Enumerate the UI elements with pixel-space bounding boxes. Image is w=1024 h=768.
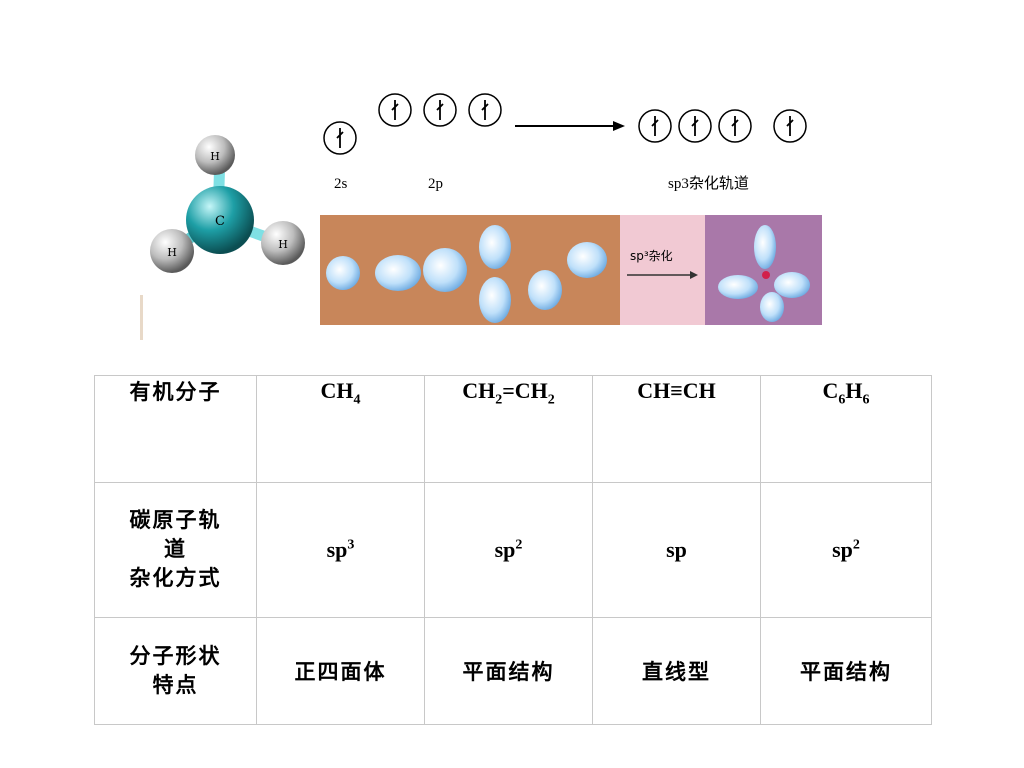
label-2p: 2p bbox=[428, 176, 443, 192]
orbital-shapes-illustration: sp³杂化 bbox=[320, 215, 822, 325]
sp3-lobe-top bbox=[754, 225, 776, 269]
cell-ethylene: CH2=CH2 bbox=[424, 374, 593, 484]
pz-orbital-lobe-lower bbox=[528, 270, 562, 310]
orbital-hybridization-diagram: 2s 2p sp3杂化轨道 bbox=[323, 93, 807, 192]
orbital-2p-circle-2 bbox=[423, 93, 457, 127]
hydrogen-atom-right bbox=[261, 221, 305, 265]
sp3-nucleus bbox=[762, 271, 770, 279]
orbital-sp3-circle-4 bbox=[773, 109, 807, 143]
photo-arrow-head bbox=[690, 271, 698, 279]
cell-planar-benzene: 平面结构 bbox=[760, 616, 932, 726]
table-row-molecule: 有机分子 CH4 CH2=CH2 CH≡CH C6H6 bbox=[94, 374, 932, 484]
py-orbital-lobe-bottom bbox=[479, 277, 511, 323]
hydrogen-atom-top bbox=[195, 135, 235, 175]
hydrogen-letter-right: H bbox=[278, 238, 288, 251]
table-row-hybridization: 碳原子轨 道 杂化方式 sp3 sp2 sp sp2 bbox=[94, 482, 932, 618]
photo-left-bg bbox=[320, 215, 620, 325]
header-organic-molecule: 有机分子 bbox=[94, 374, 257, 484]
cell-sp2-ethylene: sp2 bbox=[424, 482, 593, 618]
hybridization-caption: sp³杂化 bbox=[630, 249, 673, 263]
cell-acetylene: CH≡CH bbox=[592, 374, 761, 484]
cell-sp3: sp3 bbox=[256, 482, 425, 618]
photo-mid-bg bbox=[620, 215, 705, 325]
orbital-2p-circle-3 bbox=[468, 93, 502, 127]
cell-linear: 直线型 bbox=[592, 616, 761, 726]
cell-planar-ethylene: 平面结构 bbox=[424, 616, 593, 726]
methane-model: C H H H bbox=[140, 135, 305, 340]
orbital-2s-circle bbox=[323, 121, 357, 155]
orbital-2p-circle-1 bbox=[378, 93, 412, 127]
cell-ch4: CH4 bbox=[256, 374, 425, 484]
sp3-lobe-left bbox=[718, 275, 758, 299]
sp3-lobe-bottom bbox=[760, 292, 784, 322]
sp3-lobe-right bbox=[774, 272, 810, 298]
s-orbital-lobe bbox=[326, 256, 360, 290]
cell-sp2-benzene: sp2 bbox=[760, 482, 932, 618]
cell-tetrahedral: 正四面体 bbox=[256, 616, 425, 726]
pz-orbital-lobe-upper bbox=[567, 242, 607, 278]
orbital-sp3-circle-1 bbox=[638, 109, 672, 143]
px-orbital-lobe-left bbox=[375, 255, 421, 291]
header-hybridization-type: 碳原子轨 道 杂化方式 bbox=[94, 482, 257, 618]
hydrogen-letter-left: H bbox=[167, 246, 177, 259]
header-molecular-shape: 分子形状 特点 bbox=[94, 616, 257, 726]
carbon-atom bbox=[186, 186, 254, 254]
label-sp3-hybrid: sp3杂化轨道 bbox=[668, 175, 749, 192]
orbital-sp3-circle-3 bbox=[718, 109, 752, 143]
py-orbital-lobe-top bbox=[479, 225, 511, 269]
image-edge bbox=[140, 295, 143, 340]
transition-arrow-head bbox=[613, 121, 625, 131]
px-orbital-lobe-right bbox=[423, 248, 467, 292]
label-2s: 2s bbox=[334, 176, 348, 192]
carbon-letter: C bbox=[215, 214, 225, 229]
cell-sp: sp bbox=[592, 482, 761, 618]
cell-benzene: C6H6 bbox=[760, 374, 932, 484]
orbital-sp3-circle-2 bbox=[678, 109, 712, 143]
hybridization-table: 有机分子 CH4 CH2=CH2 CH≡CH C6H6 碳原子轨 道 杂化方式 … bbox=[94, 374, 932, 726]
hydrogen-atom-left bbox=[150, 229, 194, 273]
table-row-shape: 分子形状 特点 正四面体 平面结构 直线型 平面结构 bbox=[94, 616, 932, 726]
hydrogen-letter-top: H bbox=[210, 150, 220, 163]
